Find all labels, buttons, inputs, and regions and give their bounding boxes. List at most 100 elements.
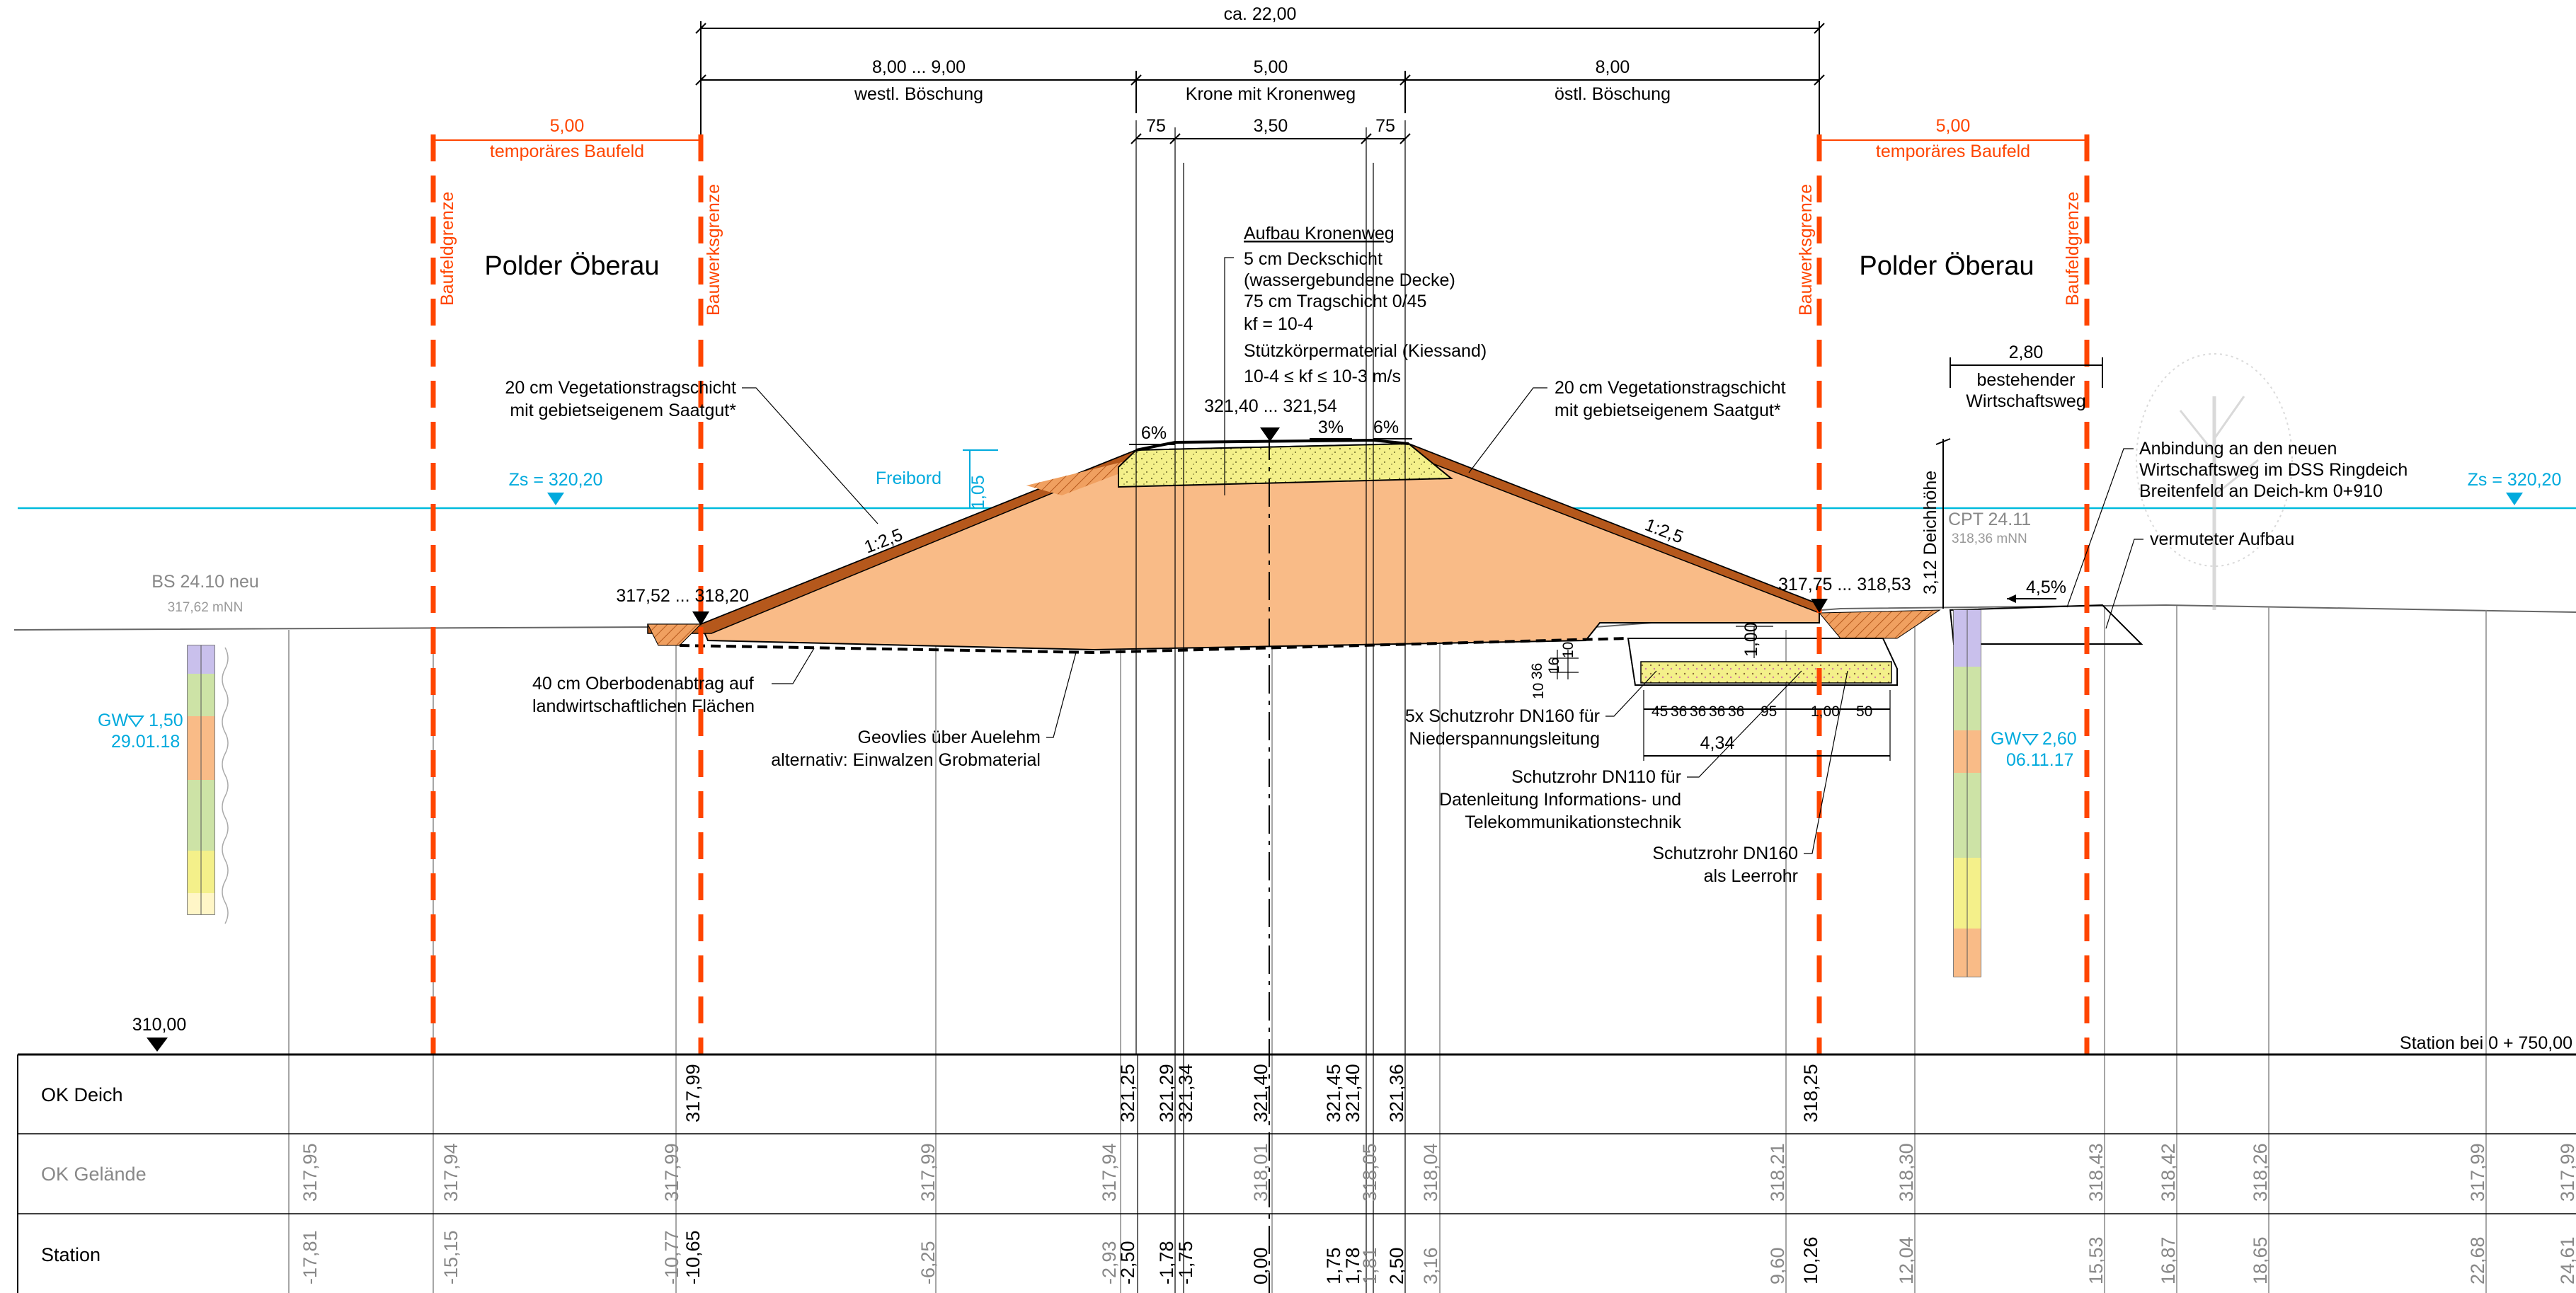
baufeldgrenze-east: Baufeldgrenze <box>2063 192 2083 306</box>
baufeld-west-label: temporäres Baufeld <box>490 142 644 161</box>
ok-deich-value: 321,45 <box>1323 1064 1344 1122</box>
dim-total: ca. 22,00 <box>1224 4 1297 24</box>
crest-slope-left: 6% <box>1141 423 1167 443</box>
trench-dim-10a: 10 <box>1560 642 1576 658</box>
polder-west-label: Polder Öberau <box>484 251 659 281</box>
bs-label: BS 24.10 neu <box>151 572 259 592</box>
baufeldgrenze-west: Baufeldgrenze <box>437 192 457 306</box>
dim-east-width: 8,00 <box>1596 57 1630 77</box>
trench-width-100: 1,00 <box>1811 703 1840 720</box>
anbindung-line1: Anbindung an den neuen <box>2139 439 2337 459</box>
trench-spacing-1: 36 <box>1671 703 1687 720</box>
gw-west-date: 29.01.18 <box>111 732 180 752</box>
aufbau-line2: (wassergebundene Decke) <box>1244 270 1455 290</box>
station-value: -10,77 <box>661 1230 682 1285</box>
ok-gelaende-value: 318,21 <box>1767 1143 1788 1202</box>
station-value: 22,68 <box>2467 1236 2488 1285</box>
station-value: 12,04 <box>1896 1236 1917 1285</box>
trench-dim-10b: 10 <box>1530 683 1547 699</box>
gw-west-value: 1,50 <box>149 711 183 730</box>
top-dimension-lines <box>695 21 1825 144</box>
station-value: -2,93 <box>1099 1241 1120 1285</box>
veg-west-line2: mit gebietseigenem Saatgut* <box>510 401 736 420</box>
trench-depth: 1,00 <box>1741 622 1761 657</box>
farm-road-dimension <box>1950 357 2103 388</box>
table-row-ok-gelaende-label: OK Gelände <box>41 1163 147 1185</box>
wirtschaftsweg-width: 2,80 <box>2009 343 2044 362</box>
crest-surface <box>1135 438 1409 452</box>
ok-deich-value: 321,25 <box>1117 1064 1138 1122</box>
zs-west-marker <box>547 493 564 505</box>
toe-hatch-west <box>647 623 702 646</box>
aufbau-line3: 75 cm Tragschicht 0/45 <box>1244 292 1426 311</box>
veg-east-line2: mit gebietseigenem Saatgut* <box>1555 401 1781 420</box>
aufbau-line1: 5 cm Deckschicht <box>1244 249 1383 269</box>
ok-deich-value: 321,36 <box>1386 1064 1407 1122</box>
table-row-station-label: Station <box>41 1244 101 1265</box>
trench-spacing-labels: 45 36 36 36 36 95 <box>1651 703 1777 720</box>
slope-hatch-west <box>1026 459 1136 495</box>
station-grid-lines <box>288 606 2487 1293</box>
gw-east-date: 06.11.17 <box>2006 750 2073 770</box>
station-value: 15,53 <box>2085 1236 2107 1285</box>
schutzrohr160-line1: 5x Schutzrohr DN160 für <box>1405 706 1600 726</box>
table-row-ok-deich-label: OK Deich <box>41 1084 123 1105</box>
dim-crown-right: 75 <box>1375 116 1395 136</box>
bauwerksgrenze-east: Bauwerksgrenze <box>1796 184 1816 316</box>
ok-deich-values: 317,99 321,25 321,29 321,34 321,40 321,4… <box>682 1064 1821 1122</box>
trench-total-width: 4,34 <box>1700 733 1735 753</box>
station-key-value: 1,75 <box>1323 1247 1344 1285</box>
ok-gelaende-value: 317,99 <box>2557 1143 2576 1202</box>
gw-east-marker <box>2022 734 2039 746</box>
anbindung-line3: Breitenfeld an Deich-km 0+910 <box>2139 481 2383 501</box>
station-value: 1,81 <box>1359 1247 1380 1285</box>
baufeld-east-width: 5,00 <box>1936 116 1971 136</box>
bs-elevation: 317,62 mNN <box>168 600 244 615</box>
dim-crown-left: 75 <box>1146 116 1166 136</box>
schutzrohr110-line1: Schutzrohr DN110 für <box>1511 767 1681 787</box>
geovlies-line2: alternativ: Einwalzen Grobmaterial <box>771 750 1041 770</box>
dim-east-label: östl. Böschung <box>1555 84 1671 104</box>
freibord-label: Freibord <box>876 469 941 488</box>
baufeld-west-width: 5,00 <box>550 116 585 136</box>
station-value: 9,60 <box>1767 1247 1788 1285</box>
gw-east-label: GW <box>1991 729 2021 749</box>
dim-crown-width: 5,00 <box>1254 57 1288 77</box>
station-value: 18,65 <box>2250 1236 2271 1285</box>
station-key-value: -1,75 <box>1175 1241 1196 1285</box>
station-value: 24,61 <box>2557 1236 2576 1285</box>
bauwerksgrenze-west: Bauwerksgrenze <box>704 184 723 316</box>
trench-dim-16: 16 <box>1546 657 1562 674</box>
tree-icon <box>2136 353 2293 610</box>
ok-gelaende-value: 318,04 <box>1420 1143 1441 1202</box>
schutzrohr160-line2: Niederspannungsleitung <box>1409 729 1600 749</box>
geovlies-line1: Geovlies über Auelehm <box>858 728 1041 747</box>
gw-west-label: GW <box>98 711 128 730</box>
crest-slope-right: 6% <box>1373 418 1399 437</box>
trench-spacing-5: 95 <box>1761 703 1777 720</box>
trench-spacing-4: 36 <box>1728 703 1744 720</box>
aufbau-line5: Stützkörpermaterial (Kiessand) <box>1244 341 1487 361</box>
schutzrohr110-line3: Telekommunikationstechnik <box>1465 812 1681 832</box>
anbindung-line2: Wirtschaftsweg im DSS Ringdeich <box>2139 460 2408 480</box>
aufbau-kronenweg-block: Aufbau Kronenweg 5 cm Deckschicht (wasse… <box>1224 224 1487 495</box>
toe-west-marker <box>692 611 709 626</box>
borehole-bs-column <box>187 645 229 924</box>
ok-gelaende-value: 317,99 <box>661 1143 682 1202</box>
trench-dimensions <box>1550 626 1891 761</box>
vermuteter-aufbau: vermuteter Aufbau <box>2150 529 2294 549</box>
ok-gelaende-value: 317,99 <box>917 1143 939 1202</box>
aufbau-line6: 10-4 ≤ kf ≤ 10-3 m/s <box>1244 367 1401 386</box>
construction-boundaries <box>430 134 2090 1054</box>
veg-east-line1: 20 cm Vegetationstragschicht <box>1555 378 1786 398</box>
ok-gelaende-value: 317,94 <box>440 1143 462 1202</box>
toe-hatch-east <box>1818 609 1941 639</box>
cable-trench-fill <box>1640 661 1892 684</box>
crest-elevation: 321,40 ... 321,54 <box>1204 396 1337 416</box>
station-value: 3,16 <box>1420 1247 1441 1285</box>
station-key-value: 1,78 <box>1342 1247 1363 1285</box>
zs-west-label: Zs = 320,20 <box>509 470 603 490</box>
oberboden-line2: landwirtschaftlichen Flächen <box>532 696 755 716</box>
station-key-value: -2,50 <box>1117 1241 1138 1285</box>
borehole-cpt-column <box>1953 609 1981 977</box>
